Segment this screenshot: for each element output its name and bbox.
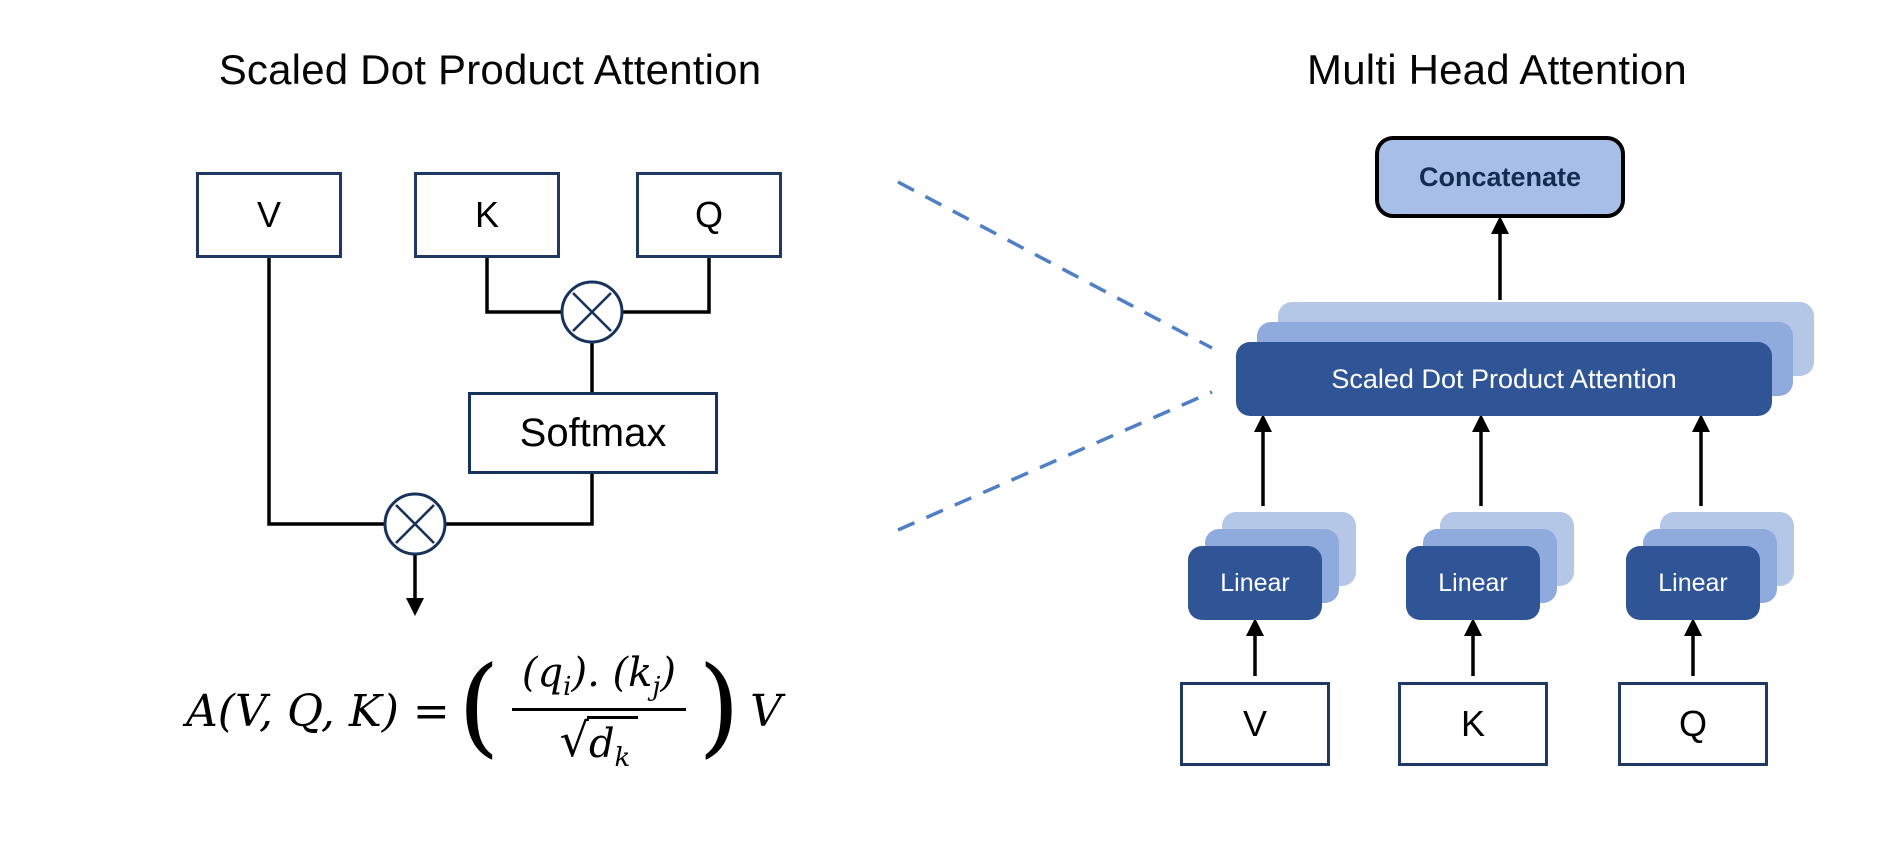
subscript-k: k bbox=[614, 742, 631, 773]
left-q-box: Q bbox=[636, 172, 782, 258]
multiply-icon bbox=[383, 492, 447, 556]
subscript-i: i bbox=[563, 671, 572, 702]
v-to-multiply-line bbox=[267, 258, 385, 526]
linear-v-box: Linear bbox=[1188, 546, 1322, 620]
numerator-mid: ). (k bbox=[571, 649, 653, 696]
multiply-icon bbox=[560, 280, 624, 344]
numerator-end: ) bbox=[660, 649, 677, 696]
formula-fraction: (qi). (kj) √dk bbox=[511, 650, 687, 773]
formula-lhs: A(V, Q, K) = bbox=[186, 685, 450, 737]
expansion-dashed-line-top bbox=[897, 180, 1213, 350]
right-panel-title: Multi Head Attention bbox=[1307, 46, 1687, 93]
left-panel-title: Scaled Dot Product Attention bbox=[218, 46, 762, 93]
expansion-dashed-line-bottom bbox=[897, 390, 1213, 532]
numerator-q-term: (q bbox=[521, 649, 564, 696]
radicand-base: d bbox=[588, 720, 615, 767]
sqrt-icon: √ bbox=[559, 712, 589, 767]
q-to-multiply-line bbox=[622, 258, 711, 314]
sdpa-stack-front: Scaled Dot Product Attention bbox=[1236, 342, 1772, 416]
concatenate-box: Concatenate bbox=[1375, 136, 1625, 218]
subscript-j: j bbox=[652, 671, 661, 702]
left-k-box: K bbox=[414, 172, 560, 258]
radicand: dk bbox=[586, 715, 639, 773]
k-to-multiply-line bbox=[485, 258, 562, 314]
fraction-line bbox=[511, 707, 687, 711]
formula-denominator: √dk bbox=[560, 711, 639, 773]
attention-formula: A(V, Q, K) = ( (qi). (kj) √dk ) V bbox=[186, 644, 782, 773]
linear-q-box: Linear bbox=[1626, 546, 1760, 620]
formula-numerator: (qi). (kj) bbox=[512, 650, 686, 708]
linear-k-box: Linear bbox=[1406, 546, 1540, 620]
formula-result-v: V bbox=[750, 685, 782, 737]
left-v-box: V bbox=[196, 172, 342, 258]
softmax-box: Softmax bbox=[468, 392, 718, 474]
softmax-to-multiply-line bbox=[445, 474, 594, 526]
right-v-box: V bbox=[1180, 682, 1330, 766]
right-q-box: Q bbox=[1618, 682, 1768, 766]
right-k-box: K bbox=[1398, 682, 1548, 766]
